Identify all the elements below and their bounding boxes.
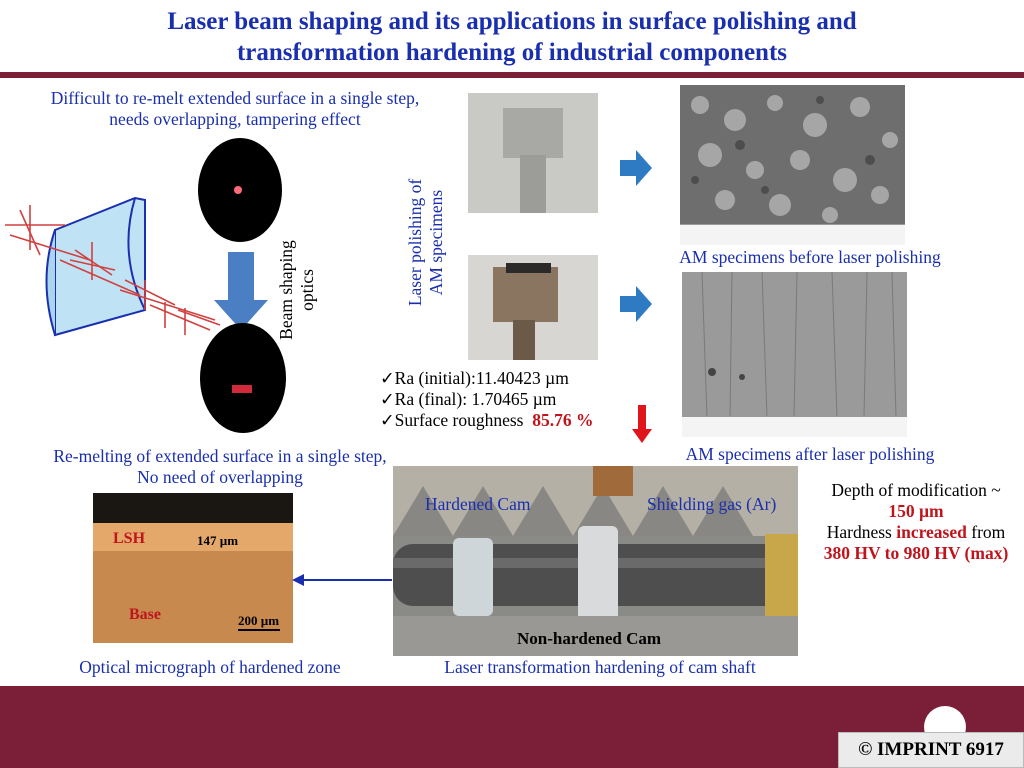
check-text: Ra (initial):11.40423 µm	[394, 368, 569, 388]
polishing-vertical-label: Laser polishing of AM specimens	[405, 170, 455, 315]
hardened-cam-label: Hardened Cam	[425, 494, 531, 514]
lsh-label: LSH	[113, 530, 146, 547]
hardness-prefix: Hardness	[826, 522, 897, 542]
shielding-gas-label: Shielding gas (Ar)	[647, 494, 777, 514]
laser-spot-icon	[234, 186, 242, 194]
beam-bottom-caption-line-2: No need of overlapping	[137, 467, 303, 487]
line-beam-icon	[232, 385, 252, 393]
depth-value: 150 µm	[888, 501, 944, 521]
base-label: Base	[129, 606, 161, 623]
beam-top-caption: Difficult to re-melt extended surface in…	[0, 88, 470, 130]
camshaft-caption: Laser transformation hardening of cam sh…	[444, 657, 756, 677]
roughness-checklist: ✓Ra (initial):11.40423 µm ✓Ra (final): 1…	[380, 368, 630, 431]
sem-image-after	[682, 272, 907, 437]
polishing-label-line-2: AM specimens	[426, 189, 446, 296]
shaped-beam-image	[200, 323, 286, 433]
beam-top-caption-line-2: needs overlapping, tampering effect	[109, 109, 361, 129]
check-icon: ✓	[380, 389, 395, 409]
roughness-reduction-value: 85.76 %	[532, 410, 594, 430]
caption-before-polishing: AM specimens before laser polishing	[679, 247, 941, 267]
title-line-2: transformation hardening of industrial c…	[236, 39, 788, 66]
beam-bottom-caption-line-1: Re-melting of extended surface in a sing…	[53, 446, 387, 466]
camshaft-photo: Hardened Cam Shielding gas (Ar) Non-hard…	[393, 466, 798, 656]
checklist-item: ✓Surface roughness 85.76 %	[380, 410, 630, 431]
optical-micrograph: LSH 147 µm Base 200 µm	[93, 493, 293, 643]
page-title: Laser beam shaping and its applications …	[0, 6, 1024, 68]
hardness-line: Hardness increased from	[808, 522, 1024, 543]
beam-bottom-caption: Re-melting of extended surface in a sing…	[0, 446, 440, 488]
beam-rays	[5, 205, 221, 335]
down-arrow-icon	[214, 252, 268, 330]
scale-bar-label: 200 µm	[238, 613, 280, 628]
beam-shaping-diagram	[5, 138, 286, 433]
hardness-range: 380 HV to 980 HV (max)	[823, 543, 1009, 563]
depth-label: Depth of modification ~	[831, 480, 1001, 500]
optics-label-line-2: optics	[297, 269, 317, 311]
hardness-summary: Depth of modification ~ 150 µm Hardness …	[808, 480, 1024, 564]
title-line-1: Laser beam shaping and its applications …	[167, 8, 857, 35]
right-arrow-icon	[620, 150, 652, 186]
check-icon: ✓	[380, 410, 395, 430]
checklist-item: ✓Ra (final): 1.70465 µm	[380, 389, 630, 410]
beam-top-caption-line-1: Difficult to re-melt extended surface in…	[50, 88, 420, 108]
down-red-arrow-icon	[632, 405, 652, 443]
scale-bar	[238, 629, 280, 631]
right-arrow-icon	[620, 286, 652, 322]
check-icon: ✓	[380, 368, 395, 388]
check-text: Ra (final): 1.70465 µm	[394, 389, 557, 409]
polishing-label-line-1: Laser polishing of	[405, 178, 425, 307]
check-text: Surface roughness	[394, 410, 524, 430]
beam-optics-label: Beam shaping optics	[276, 230, 336, 350]
non-hardened-cam-label: Non-hardened Cam	[517, 629, 662, 648]
increased-word: increased	[896, 522, 967, 542]
micrograph-caption: Optical micrograph of hardened zone	[79, 657, 341, 677]
optics-label-line-1: Beam shaping	[276, 240, 296, 340]
layer-thickness-label: 147 µm	[197, 533, 239, 548]
hardened-cam	[453, 538, 493, 616]
title-divider	[0, 72, 1024, 78]
sem-image-before	[680, 85, 905, 245]
specimen-after-photo	[468, 255, 598, 360]
caption-after-polishing: AM specimens after laser polishing	[685, 444, 935, 464]
checklist-item: ✓Ra (initial):11.40423 µm	[380, 368, 630, 389]
non-hardened-cam	[578, 526, 618, 621]
hardness-suffix: from	[966, 522, 1006, 542]
copyright-badge: © IMPRINT 6917	[838, 732, 1024, 768]
specimen-before-photo	[468, 93, 598, 213]
left-arrow-icon	[292, 574, 392, 586]
